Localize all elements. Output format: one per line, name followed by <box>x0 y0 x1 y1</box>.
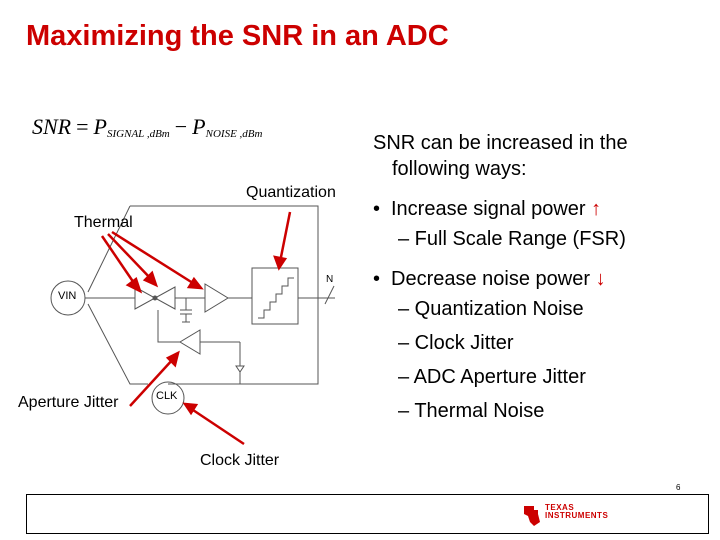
page-number: 6 <box>676 483 681 492</box>
sub-bullet-quantization: – Quantization Noise <box>398 298 584 320</box>
formula-signal-sub: SIGNAL ,dBm <box>107 128 170 140</box>
formula-p-signal: P <box>93 114 107 139</box>
amplifier-1 <box>204 283 229 313</box>
arrow-thermal-2 <box>107 233 153 281</box>
label-n: N <box>326 274 334 285</box>
label-clk: CLK <box>156 390 178 402</box>
arrow-thermal-1 <box>100 235 138 287</box>
bullet-decrease-noise: • Decrease noise power ↓ <box>373 266 713 292</box>
label-aperture-jitter: Aperture Jitter <box>18 394 119 411</box>
snr-formula: SNR=PSIGNAL ,dBm−PNOISE ,dBm <box>32 114 262 140</box>
formula-equals: = <box>76 114 89 139</box>
amplifier-2 <box>179 329 201 355</box>
formula-p-noise: P <box>192 114 206 139</box>
slide-title: Maximizing the SNR in an ADC <box>26 20 449 52</box>
switch-2 <box>153 286 176 310</box>
sub-bullet-aperture-jitter: – ADC Aperture Jitter <box>398 366 586 388</box>
bullet-list: SNR can be increased in the following wa… <box>373 130 713 428</box>
clk-circle <box>151 381 185 415</box>
bullet-marker: • <box>373 198 381 220</box>
ti-logo-line-1: TEXAS <box>545 503 575 512</box>
bullet-2-text: Decrease noise power <box>391 268 590 290</box>
label-quantization: Quantization <box>246 184 336 201</box>
bullet-1-text: Increase signal power <box>391 198 586 220</box>
down-arrow-icon: ↓ <box>595 268 606 290</box>
arrow-quantization <box>278 211 292 263</box>
bullet-marker: • <box>373 268 381 290</box>
switch-1 <box>134 286 157 310</box>
intro-line-2: following ways: <box>392 158 527 180</box>
diagram-frame <box>130 205 319 385</box>
sub-bullet-clock-jitter: – Clock Jitter <box>398 332 514 354</box>
arrow-aperture-jitter <box>129 357 175 407</box>
formula-minus: − <box>174 114 188 139</box>
label-vin: VIN <box>58 290 77 302</box>
ti-logo-text: TEXAS INSTRUMENTS <box>545 504 608 520</box>
up-arrow-icon: ↑ <box>591 198 602 220</box>
intro-text: SNR can be increased in the following wa… <box>373 130 713 182</box>
bullet-increase-signal: • Increase signal power ↑ <box>373 196 713 222</box>
sub-bullet-thermal: – Thermal Noise <box>398 400 545 422</box>
label-thermal: Thermal <box>74 214 133 231</box>
footer-box <box>26 494 709 534</box>
texas-instruments-logo-icon <box>524 506 540 526</box>
quantizer-box <box>251 267 299 325</box>
arrow-clock-jitter <box>189 406 245 446</box>
intro-line-1: SNR can be increased in the <box>373 132 628 154</box>
sub-bullet-fsr: – Full Scale Range (FSR) <box>398 228 626 250</box>
ti-logo-line-2: INSTRUMENTS <box>545 511 609 520</box>
staircase <box>258 277 294 319</box>
label-clock-jitter: Clock Jitter <box>200 452 280 469</box>
formula-noise-sub: NOISE ,dBm <box>205 128 263 140</box>
arrow-thermal-3 <box>111 230 197 287</box>
formula-lhs: SNR <box>32 114 72 139</box>
